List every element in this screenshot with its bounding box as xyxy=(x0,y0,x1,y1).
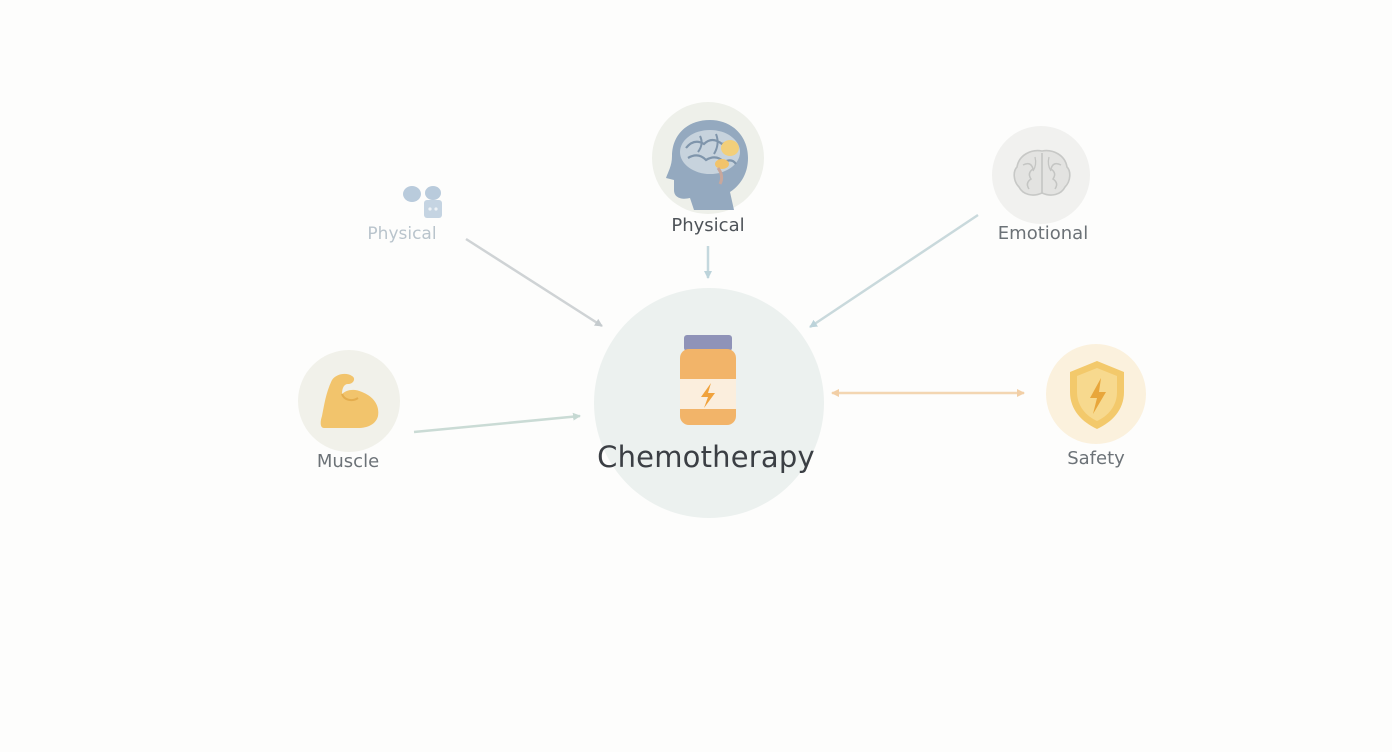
flexed-arm-icon xyxy=(320,373,379,428)
shield-lightning-icon xyxy=(1070,361,1124,429)
brain-head-icon xyxy=(666,120,748,210)
pill-capsule-icon xyxy=(403,186,442,218)
node-label-physical: Physical xyxy=(671,215,745,236)
node-label-physical-faded: Physical xyxy=(367,224,437,244)
node-label-muscle: Muscle xyxy=(316,451,380,472)
center-node-label: Chemotherapy xyxy=(597,440,815,474)
arrow-physical-faded-to-center xyxy=(465,237,603,328)
node-label-safety: Safety xyxy=(1067,448,1125,469)
brain-icon xyxy=(1013,149,1071,196)
arrow-emotional-to-center xyxy=(809,213,979,329)
arrow-muscle-to-center xyxy=(413,412,581,434)
node-label-emotional: Emotional xyxy=(997,223,1089,244)
medicine-bottle-icon xyxy=(680,335,736,425)
